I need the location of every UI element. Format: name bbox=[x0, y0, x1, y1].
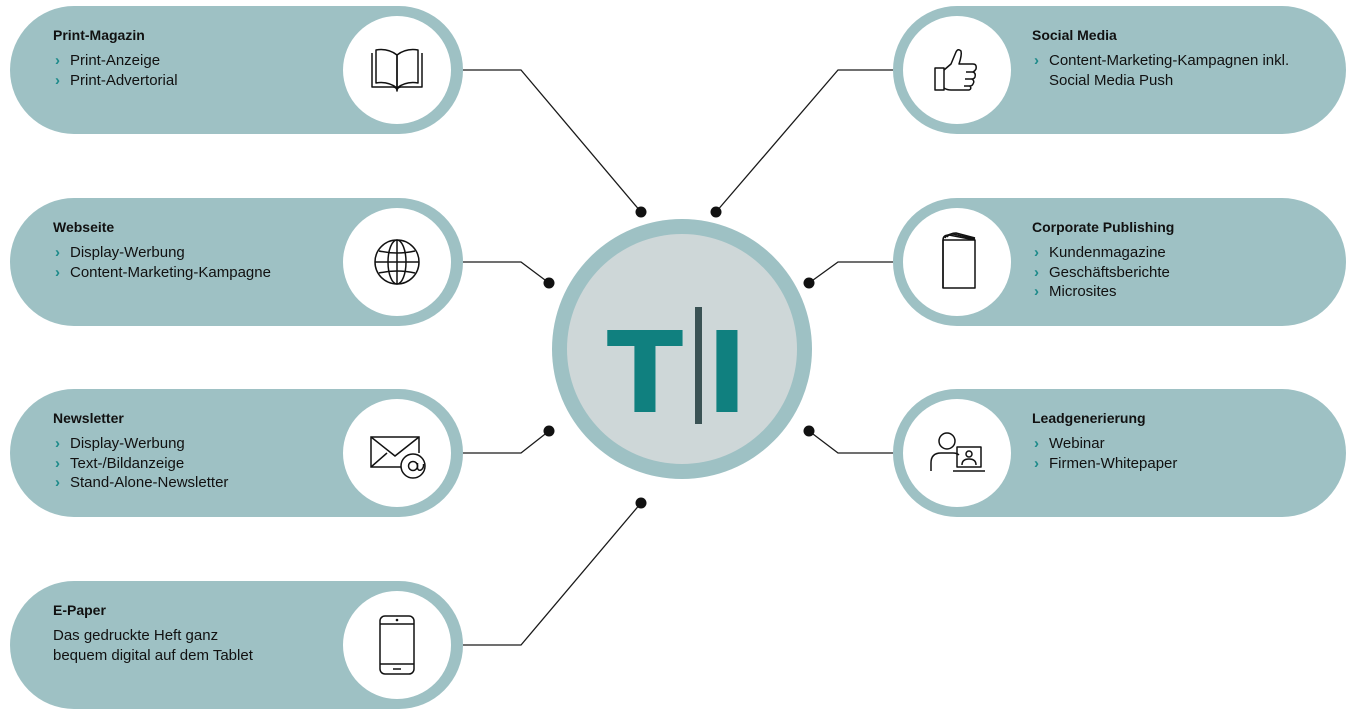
connector-dot bbox=[635, 206, 647, 218]
presenter-screen-icon bbox=[903, 399, 1011, 507]
card-description: Das gedruckte Heft ganz bequem digital a… bbox=[53, 626, 343, 666]
list-item: Webinar bbox=[1032, 434, 1332, 454]
connector-dot bbox=[803, 425, 815, 437]
ti-logo: T I bbox=[607, 307, 748, 439]
smartphone-icon bbox=[343, 591, 451, 699]
list-item: Firmen-Whitepaper bbox=[1032, 454, 1332, 474]
connector-webseite bbox=[463, 261, 550, 284]
card-corporate-publishing: Corporate Publishing Kundenmagazine Gesc… bbox=[893, 198, 1346, 326]
connector-dot bbox=[710, 206, 722, 218]
card-item-list: Kundenmagazine Geschäftsberichte Microsi… bbox=[1032, 243, 1332, 302]
card-title: Corporate Publishing bbox=[1032, 219, 1175, 235]
card-text: Leadgenerierung Webinar Firmen-Whitepape… bbox=[1032, 409, 1332, 473]
card-text: E-Paper Das gedruckte Heft ganz bequem d… bbox=[53, 601, 343, 666]
list-item: Microsites bbox=[1032, 282, 1332, 302]
list-item: Geschäftsberichte bbox=[1032, 263, 1332, 283]
connector-newsletter bbox=[463, 430, 550, 454]
envelope-at-icon bbox=[343, 399, 451, 507]
description-line: bequem digital auf dem Tablet bbox=[53, 647, 253, 664]
brochure-icon bbox=[903, 208, 1011, 316]
connector-corporate-publishing bbox=[808, 261, 893, 284]
connector-dot bbox=[803, 277, 815, 289]
list-item: Display-Werbung bbox=[53, 434, 343, 454]
card-e-paper: E-Paper Das gedruckte Heft ganz bequem d… bbox=[10, 581, 463, 709]
card-title: Newsletter bbox=[53, 410, 124, 426]
open-book-icon bbox=[343, 16, 451, 124]
connector-dot bbox=[635, 497, 647, 509]
thumbs-up-icon bbox=[903, 16, 1011, 124]
card-title: Webseite bbox=[53, 219, 115, 235]
card-text: Print-Magazin Print-Anzeige Print-Advert… bbox=[53, 26, 343, 90]
list-item: Content-Marketing-Kampagnen inkl. Social… bbox=[1032, 51, 1332, 90]
card-title: E-Paper bbox=[53, 602, 106, 618]
card-leadgenerierung: Leadgenerierung Webinar Firmen-Whitepape… bbox=[893, 389, 1346, 517]
connector-dot bbox=[543, 425, 555, 437]
list-item: Display-Werbung bbox=[53, 243, 343, 263]
card-item-list: Content-Marketing-Kampagnen inkl. Social… bbox=[1032, 51, 1332, 90]
logo-letter-t: T bbox=[607, 309, 683, 439]
list-item: Content-Marketing-Kampagne bbox=[53, 263, 343, 283]
connector-dot bbox=[543, 277, 555, 289]
central-hub: T I bbox=[552, 219, 812, 479]
card-text: Corporate Publishing Kundenmagazine Gesc… bbox=[1032, 218, 1332, 302]
connector-social-media bbox=[715, 69, 893, 213]
list-item: Text-/Bildanzeige bbox=[53, 454, 343, 474]
card-item-list: Display-Werbung Text-/Bildanzeige Stand-… bbox=[53, 434, 343, 493]
card-text: Webseite Display-Werbung Content-Marketi… bbox=[53, 218, 343, 282]
list-item: Stand-Alone-Newsletter bbox=[53, 473, 343, 493]
list-item: Print-Anzeige bbox=[53, 51, 343, 71]
card-title: Leadgenerierung bbox=[1032, 410, 1146, 426]
card-text: Social Media Content-Marketing-Kampagnen… bbox=[1032, 26, 1332, 90]
connector-e-paper bbox=[463, 502, 642, 646]
card-webseite: Webseite Display-Werbung Content-Marketi… bbox=[10, 198, 463, 326]
card-title: Print-Magazin bbox=[53, 27, 145, 43]
hub-inner-circle: T I bbox=[567, 234, 797, 464]
card-text: Newsletter Display-Werbung Text-/Bildanz… bbox=[53, 409, 343, 493]
connector-print-magazin bbox=[463, 69, 642, 213]
card-item-list: Print-Anzeige Print-Advertorial bbox=[53, 51, 343, 90]
description-line: Das gedruckte Heft ganz bbox=[53, 627, 219, 644]
logo-letter-i: I bbox=[706, 309, 748, 439]
card-title: Social Media bbox=[1032, 27, 1117, 43]
card-newsletter: Newsletter Display-Werbung Text-/Bildanz… bbox=[10, 389, 463, 517]
globe-icon bbox=[343, 208, 451, 316]
card-item-list: Display-Werbung Content-Marketing-Kampag… bbox=[53, 243, 343, 282]
list-item: Print-Advertorial bbox=[53, 71, 343, 91]
logo-divider bbox=[695, 307, 702, 424]
list-item: Kundenmagazine bbox=[1032, 243, 1332, 263]
connector-leadgenerierung bbox=[808, 430, 893, 454]
card-item-list: Webinar Firmen-Whitepaper bbox=[1032, 434, 1332, 473]
card-print-magazin: Print-Magazin Print-Anzeige Print-Advert… bbox=[10, 6, 463, 134]
card-social-media: Social Media Content-Marketing-Kampagnen… bbox=[893, 6, 1346, 134]
